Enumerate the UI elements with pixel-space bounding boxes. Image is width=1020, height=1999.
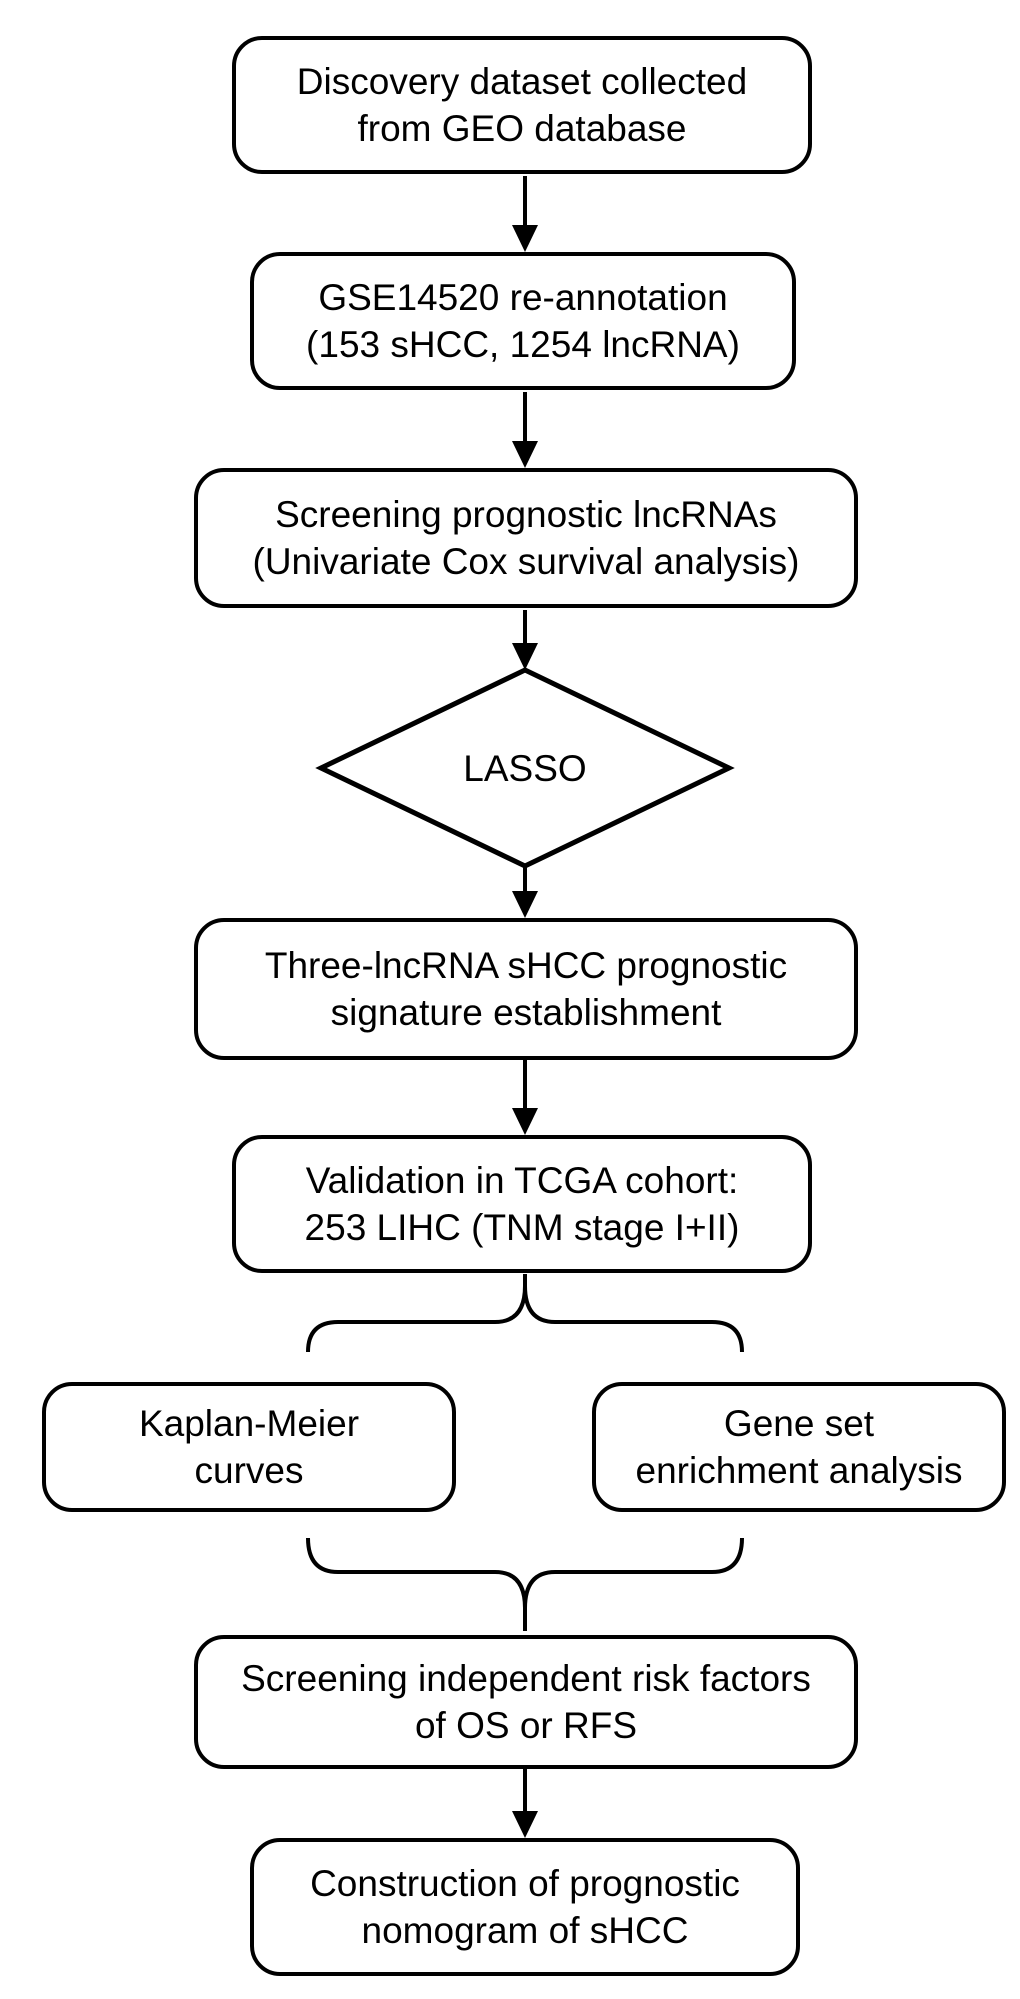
node-km-curves-line2: curves xyxy=(194,1450,304,1491)
node-signature-line2: signature establishment xyxy=(330,992,722,1033)
node-km-curves: Kaplan-Meier curves xyxy=(42,1382,456,1512)
arrow-signature-to-validation xyxy=(512,1060,538,1135)
node-reannotation: GSE14520 re-annotation (153 sHCC, 1254 l… xyxy=(250,252,796,390)
node-screening-lncrnas: Screening prognostic lncRNAs (Univariate… xyxy=(194,468,858,608)
arrow-discovery-to-reannotation xyxy=(512,176,538,252)
node-validation-line1: Validation in TCGA cohort: xyxy=(305,1160,739,1201)
node-nomogram-line2: nomogram of sHCC xyxy=(361,1910,689,1951)
node-discovery-line1: Discovery dataset collected xyxy=(296,61,748,102)
node-lasso-label: LASSO xyxy=(395,740,655,796)
node-gsea: Gene set enrichment analysis xyxy=(592,1382,1006,1512)
node-discovery: Discovery dataset collected from GEO dat… xyxy=(232,36,812,174)
node-signature-line1: Three-lncRNA sHCC prognostic xyxy=(264,945,788,986)
node-km-curves-line1: Kaplan-Meier xyxy=(138,1403,360,1444)
node-nomogram: Construction of prognostic nomogram of s… xyxy=(250,1838,800,1976)
arrow-lasso-to-signature xyxy=(512,866,538,918)
node-risk-factors-line2: of OS or RFS xyxy=(414,1705,638,1746)
node-screening-lncrnas-line1: Screening prognostic lncRNAs xyxy=(275,494,777,535)
node-nomogram-line1: Construction of prognostic xyxy=(310,1863,740,1904)
arrow-riskfactors-to-nomogram xyxy=(512,1769,538,1838)
node-lasso-text: LASSO xyxy=(463,747,587,789)
merge-brace xyxy=(306,1537,744,1631)
node-validation: Validation in TCGA cohort: 253 LIHC (TNM… xyxy=(232,1135,812,1273)
node-validation-line2: 253 LIHC (TNM stage I+II) xyxy=(304,1207,740,1248)
node-screening-lncrnas-line2: (Univariate Cox survival analysis) xyxy=(252,541,800,582)
node-gsea-line2: enrichment analysis xyxy=(635,1450,963,1491)
node-reannotation-line2: (153 sHCC, 1254 lncRNA) xyxy=(306,324,740,365)
arrow-screening-to-lasso xyxy=(512,610,538,670)
node-risk-factors: Screening independent risk factors of OS… xyxy=(194,1635,858,1769)
arrow-reannotation-to-screening xyxy=(512,392,538,468)
node-reannotation-line1: GSE14520 re-annotation xyxy=(318,277,728,318)
node-discovery-line2: from GEO database xyxy=(357,108,687,149)
node-risk-factors-line1: Screening independent risk factors xyxy=(241,1658,811,1699)
node-gsea-line1: Gene set xyxy=(723,1403,875,1444)
node-signature: Three-lncRNA sHCC prognostic signature e… xyxy=(194,918,858,1060)
split-brace xyxy=(306,1274,744,1353)
